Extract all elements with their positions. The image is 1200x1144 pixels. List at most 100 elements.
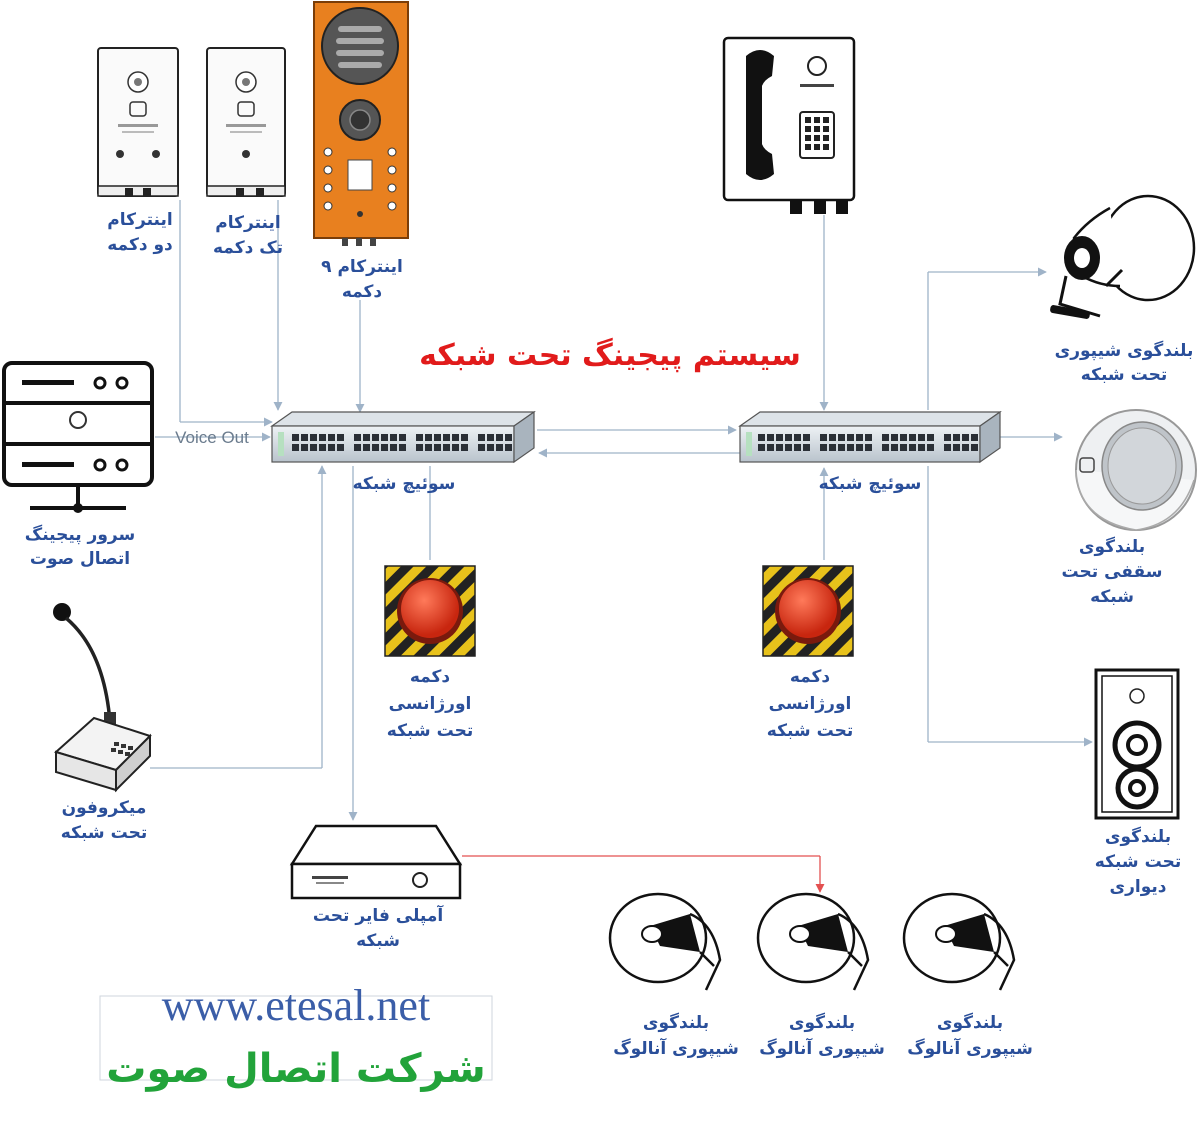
- wall-label-1: بلندگوی: [1105, 826, 1171, 847]
- switch-port: [918, 444, 925, 451]
- intercom-panel-icon: [97, 47, 179, 197]
- microphone-label-1: میکروفون: [62, 798, 147, 818]
- intercom-one-label-1: اینترکام: [215, 213, 280, 233]
- analog-horn-2: بلندگوی شیپوری آنالوگ: [756, 892, 885, 1059]
- horn-speaker-icon: [756, 892, 870, 991]
- switch-port: [794, 444, 801, 451]
- switch-port: [425, 434, 432, 441]
- horn-ip-label-2: تحت شبکه: [1081, 365, 1167, 385]
- switch-port: [399, 444, 406, 451]
- switch-port: [838, 434, 845, 441]
- emergency-left-label-2: اورژانسی: [389, 694, 472, 714]
- switch-port: [461, 434, 468, 441]
- switch-port: [767, 434, 774, 441]
- company-name: شرکت اتصال صوت: [106, 1046, 485, 1092]
- website-url[interactable]: www.etesal.net: [162, 981, 430, 1030]
- switch-port: [918, 434, 925, 441]
- switch-port: [856, 444, 863, 451]
- switch-port: [847, 434, 854, 441]
- switch-port: [354, 444, 361, 451]
- emergency-right-label-1: دکمه: [790, 667, 831, 687]
- switch-port: [865, 434, 872, 441]
- intercom-panel-icon: [206, 47, 286, 197]
- intercom-two-label-1: اینترکام: [107, 210, 172, 230]
- switch-port: [505, 444, 512, 451]
- switch-port: [794, 434, 801, 441]
- switch-port: [962, 434, 969, 441]
- emergency-button-icon: [384, 565, 476, 657]
- switch-port: [971, 444, 978, 451]
- switch-port: [328, 434, 335, 441]
- switch-port: [962, 444, 969, 451]
- wall-speaker-device: بلندگوی تحت شبکه دیواری: [1094, 668, 1181, 897]
- switch-port: [301, 444, 308, 451]
- switch-port: [434, 434, 441, 441]
- amplifier-icon: [289, 824, 463, 900]
- connectors: [150, 200, 1093, 893]
- emergency-button-right: دکمه اورژانسی تحت شبکه: [762, 565, 854, 741]
- switch-port: [776, 444, 783, 451]
- switch-port: [767, 444, 774, 451]
- ceiling-label-2: سقفی تحت: [1062, 562, 1163, 582]
- switch-port: [758, 444, 765, 451]
- microphone-label-2: تحت شبکه: [61, 823, 147, 843]
- analog-horn-3-label-1: بلندگوی: [937, 1012, 1003, 1033]
- switch-port: [496, 434, 503, 441]
- wall-telephone-icon: [722, 36, 856, 214]
- switch-port: [337, 444, 344, 451]
- switch-port: [390, 444, 397, 451]
- analog-horn-2-label-1: بلندگوی: [789, 1012, 855, 1033]
- switch-port: [310, 444, 317, 451]
- switch-port: [900, 434, 907, 441]
- intercom-nine-label-1: اینترکام ۹: [321, 257, 403, 277]
- analog-horn-2-label-2: شیپوری آنالوگ: [759, 1037, 885, 1059]
- switch-left-label: سوئیچ شبکه: [353, 474, 456, 494]
- switch-port: [292, 434, 299, 441]
- network-switch-right: سوئیچ شبکه: [738, 410, 1002, 494]
- analog-horn-1: بلندگوی شیپوری آنالوگ: [608, 892, 739, 1059]
- switch-port: [820, 434, 827, 441]
- switch-port: [865, 444, 872, 451]
- horn-ip-speaker-device: بلندگوی شیپوری تحت شبکه: [1050, 194, 1196, 385]
- switch-port: [971, 434, 978, 441]
- switch-port: [478, 444, 485, 451]
- ceiling-label-3: شبکه: [1090, 587, 1134, 607]
- switch-port: [829, 444, 836, 451]
- switch-port: [820, 444, 827, 451]
- switch-port: [829, 434, 836, 441]
- switch-port: [953, 444, 960, 451]
- horn-speaker-icon: [1050, 194, 1196, 319]
- switch-port: [443, 444, 450, 451]
- switch-port: [891, 444, 898, 451]
- analog-horn-3-label-2: شیپوری آنالوگ: [907, 1037, 1033, 1059]
- switch-port: [443, 434, 450, 441]
- switch-port: [337, 434, 344, 441]
- diagram-title: سیستم پیجینگ تحت شبکه: [419, 337, 801, 373]
- switch-ports: [758, 434, 978, 451]
- switch-port: [478, 434, 485, 441]
- amplifier-label-1: آمپلی فایر تحت: [313, 904, 445, 926]
- emergency-right-label-2: اورژانسی: [769, 694, 852, 714]
- branding-frame: [99, 995, 493, 1081]
- switch-port: [319, 434, 326, 441]
- switch-port: [776, 434, 783, 441]
- switch-port: [354, 434, 361, 441]
- amplifier-label-2: شبکه: [356, 931, 400, 951]
- switch-port: [882, 444, 889, 451]
- horn-speaker-icon: [902, 892, 1016, 991]
- switch-port: [390, 434, 397, 441]
- switch-port: [803, 434, 810, 441]
- switch-port: [909, 434, 916, 441]
- horn-ip-label-1: بلندگوی شیپوری: [1055, 340, 1194, 361]
- network-switch-icon: [738, 410, 1002, 464]
- switch-port: [434, 444, 441, 451]
- switch-port: [785, 444, 792, 451]
- switch-port: [944, 434, 951, 441]
- switch-port: [496, 444, 503, 451]
- ceiling-label-1: بلندگوی: [1079, 536, 1145, 557]
- switch-port: [301, 434, 308, 441]
- switch-port: [487, 434, 494, 441]
- intercom-panel-icon: [313, 1, 409, 246]
- switch-port: [909, 444, 916, 451]
